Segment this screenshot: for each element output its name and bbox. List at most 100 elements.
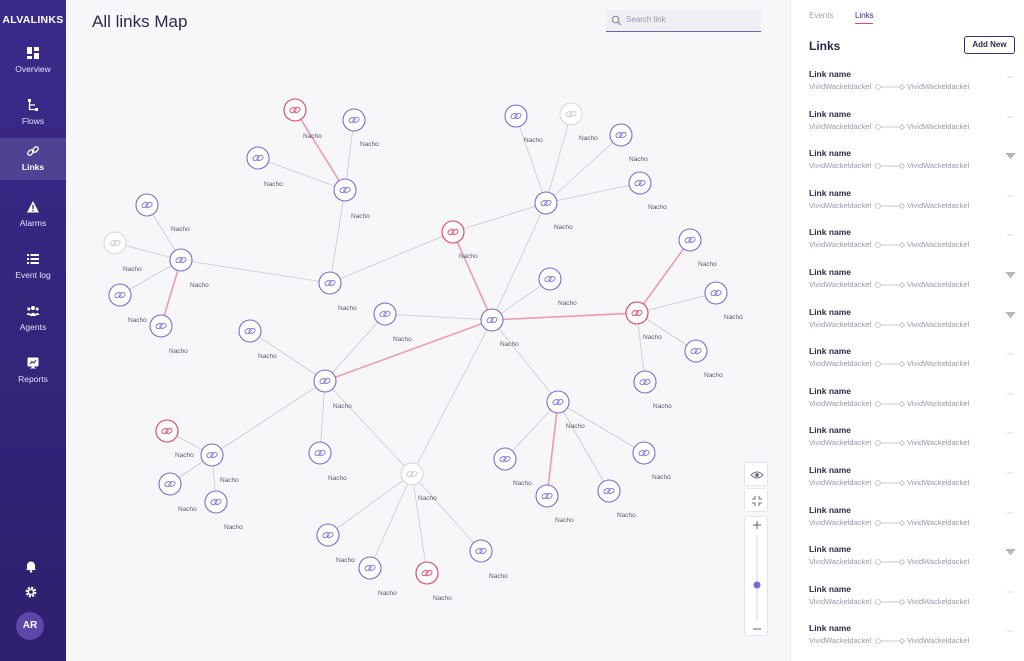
more-menu-icon[interactable] <box>1006 628 1015 634</box>
link-edge[interactable] <box>515 115 547 204</box>
more-menu-icon[interactable] <box>1006 193 1015 199</box>
graph-node[interactable]: Nacho <box>169 248 209 289</box>
graph-node-inactive[interactable]: Nacho <box>103 231 142 273</box>
link-edge[interactable] <box>545 134 622 204</box>
graph-node[interactable]: Nacho <box>313 369 352 410</box>
link-edge[interactable] <box>257 157 346 191</box>
graph-node-alert[interactable]: Nacho <box>441 220 478 260</box>
sidebar-item-links[interactable]: Links <box>0 138 66 180</box>
avatar[interactable]: AR <box>16 612 44 640</box>
graph-node[interactable]: Nacho <box>469 539 508 580</box>
link-edge[interactable] <box>384 313 493 321</box>
graph-node[interactable]: Nacho <box>333 178 370 220</box>
link-edge[interactable] <box>327 473 413 536</box>
graph-node-inactive[interactable]: Nacho <box>400 462 437 502</box>
graph-node[interactable]: Nacho <box>308 441 347 482</box>
link-edge[interactable] <box>119 259 182 296</box>
graph-node[interactable]: Nacho <box>493 447 532 487</box>
add-new-button[interactable]: Add New <box>964 36 1015 54</box>
sidebar-item-agents[interactable]: Agents <box>0 298 66 340</box>
link-edge[interactable] <box>557 401 645 454</box>
link-edge[interactable] <box>180 259 331 284</box>
link-edge[interactable] <box>249 330 326 382</box>
graph-node[interactable]: Nacho <box>204 490 243 531</box>
graph-node[interactable]: Nacho <box>633 370 672 410</box>
link-edge[interactable] <box>545 113 572 204</box>
link-edge[interactable] <box>369 473 413 569</box>
link-edge[interactable] <box>452 202 547 233</box>
graph-node[interactable]: Nacho <box>149 314 188 355</box>
link-edge[interactable] <box>491 319 559 403</box>
graph-node[interactable]: Nacho <box>342 108 379 148</box>
link-edge-alert[interactable] <box>546 401 559 497</box>
graph-node[interactable]: Nacho <box>108 283 147 324</box>
more-menu-icon[interactable] <box>1006 510 1015 516</box>
graph-node[interactable]: Nacho <box>628 171 667 211</box>
link-edge[interactable] <box>344 119 355 191</box>
graph-node[interactable]: Nacho <box>535 484 574 524</box>
link-edge[interactable] <box>504 401 559 460</box>
graph-node[interactable]: Nacho <box>316 523 355 564</box>
graph-node[interactable]: Nacho <box>684 339 723 379</box>
graph-node[interactable]: Nacho <box>200 443 239 484</box>
tab-links[interactable]: Links <box>855 11 874 20</box>
graph-node-alert[interactable]: Nacho <box>283 98 322 140</box>
link-edge[interactable] <box>411 319 493 475</box>
sidebar-item-overview[interactable]: Overview <box>0 40 66 82</box>
link-edge[interactable] <box>329 231 454 284</box>
gear-icon[interactable] <box>24 585 38 599</box>
graph-node[interactable]: Nacho <box>546 390 585 430</box>
tab-events[interactable]: Events <box>809 11 834 20</box>
link-edge-alert[interactable] <box>491 312 638 321</box>
graph-node[interactable]: Nacho <box>135 193 190 233</box>
graph-node-alert[interactable]: Nacho <box>625 301 662 341</box>
more-menu-icon[interactable] <box>1006 589 1015 595</box>
more-menu-icon[interactable] <box>1006 470 1015 476</box>
graph-node[interactable]: Nacho <box>480 308 519 348</box>
link-edge[interactable] <box>319 380 326 454</box>
visibility-button[interactable] <box>744 462 768 486</box>
link-edge[interactable] <box>545 182 641 204</box>
graph-node[interactable]: Nacho <box>238 319 277 360</box>
graph-node[interactable]: Nacho <box>534 191 573 231</box>
graph-node-alert[interactable]: Nacho <box>415 561 452 602</box>
more-menu-icon[interactable] <box>1006 430 1015 436</box>
graph-node[interactable]: Nacho <box>609 123 648 163</box>
link-edge[interactable] <box>324 380 413 475</box>
more-menu-icon[interactable] <box>1006 351 1015 357</box>
link-edge[interactable] <box>491 278 551 321</box>
link-edge-alert[interactable] <box>636 239 691 314</box>
link-edge[interactable] <box>557 401 610 492</box>
sidebar-item-reports[interactable]: Reports <box>0 350 66 392</box>
bell-icon[interactable] <box>24 559 38 573</box>
graph-node[interactable]: Nacho <box>373 302 412 343</box>
link-edge[interactable] <box>211 380 326 456</box>
graph-node[interactable]: Nacho <box>538 267 577 307</box>
filter-menu-icon[interactable] <box>1006 153 1015 159</box>
link-edge[interactable] <box>491 202 547 321</box>
link-edge[interactable] <box>324 313 386 382</box>
filter-menu-icon[interactable] <box>1006 272 1015 278</box>
graph-node[interactable]: Nacho <box>597 479 636 519</box>
graph-node[interactable]: Nacho <box>632 441 671 481</box>
link-edge[interactable] <box>329 189 346 284</box>
link-edge-alert[interactable] <box>294 109 346 191</box>
link-edge[interactable] <box>636 312 697 352</box>
graph-node-inactive[interactable]: Nacho <box>559 102 598 142</box>
filter-menu-icon[interactable] <box>1006 549 1015 555</box>
link-edge[interactable] <box>411 473 482 552</box>
graph-node-alert[interactable]: Nacho <box>155 419 194 459</box>
link-edge-alert[interactable] <box>452 231 493 321</box>
